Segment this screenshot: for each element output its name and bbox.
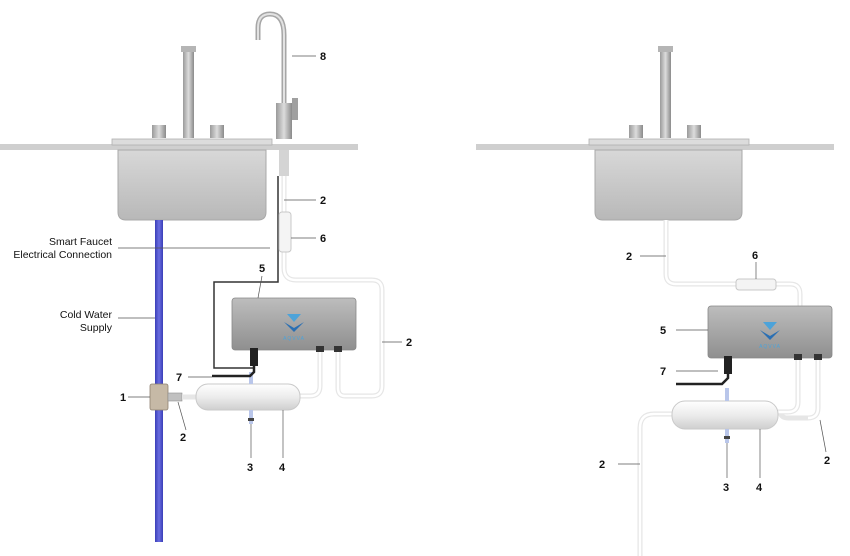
- left-control-unit: AQVVA: [231, 297, 357, 352]
- right-tube-supply-to-filter: [637, 411, 672, 556]
- right-diagram: AQVVA 2 6 5 7 2 2 3 4: [476, 46, 834, 556]
- right-filter-cartridge: [671, 388, 779, 443]
- right-tube-sink-to-unit: [663, 220, 803, 306]
- right-control-unit: AQVVA: [707, 305, 833, 360]
- left-callout-7: 7: [176, 372, 182, 384]
- left-callout-4: 4: [279, 462, 286, 474]
- right-tube-unit-to-filter: [778, 356, 801, 415]
- right-countertop: [476, 144, 834, 150]
- left-sink-basin: [117, 149, 267, 221]
- right-callout-2-outlet: 2: [824, 455, 830, 467]
- right-unit-brand: AQVVA: [759, 344, 781, 350]
- left-callout-2-unit: 2: [406, 337, 412, 349]
- left-filter-cartridge: [195, 372, 301, 424]
- left-countertop: [0, 144, 358, 150]
- cold-water-label-line1: Cold Water: [60, 309, 113, 321]
- left-callout-1: 1: [120, 392, 126, 404]
- left-diagram: AQVVA 8 2 6 Smart Faucet Electrical Conn: [0, 11, 412, 542]
- right-callout-2-sink: 2: [626, 251, 632, 263]
- cold-water-label-line2: Supply: [80, 322, 113, 334]
- right-standard-faucet: [629, 46, 701, 138]
- right-callout-2-supply: 2: [599, 459, 605, 471]
- left-callout-2-faucet: 2: [320, 195, 326, 207]
- left-inline-connector: [278, 211, 292, 253]
- right-callout-7: 7: [660, 366, 666, 378]
- left-callout-5: 5: [259, 263, 265, 275]
- left-callout-2-valve: 2: [180, 432, 186, 444]
- right-callout-3: 3: [723, 482, 729, 494]
- right-callout-5: 5: [660, 325, 666, 337]
- right-callout-4: 4: [756, 482, 763, 494]
- smart-faucet: [255, 11, 298, 176]
- left-power-cable: [212, 350, 256, 378]
- left-unit-brand: AQVVA: [283, 336, 305, 342]
- left-standard-faucet: [152, 46, 224, 138]
- left-leader-lines: [118, 55, 402, 458]
- left-tube-unit-to-filter: [300, 352, 323, 399]
- supply-valve: [149, 383, 183, 411]
- left-callout-6: 6: [320, 233, 326, 245]
- smart-faucet-label-line1: Smart Faucet: [49, 236, 112, 248]
- right-callout-6: 6: [752, 250, 758, 262]
- right-inline-connector: [735, 278, 777, 291]
- left-tube-faucet-to-unit: [281, 176, 385, 399]
- cold-water-supply-pipe: [155, 220, 163, 542]
- right-sink-basin: [594, 149, 743, 221]
- right-leader-lines: [618, 255, 827, 478]
- smart-faucet-label-line2: Electrical Connection: [13, 249, 112, 261]
- left-callout-8: 8: [320, 51, 326, 63]
- left-callout-3: 3: [247, 462, 253, 474]
